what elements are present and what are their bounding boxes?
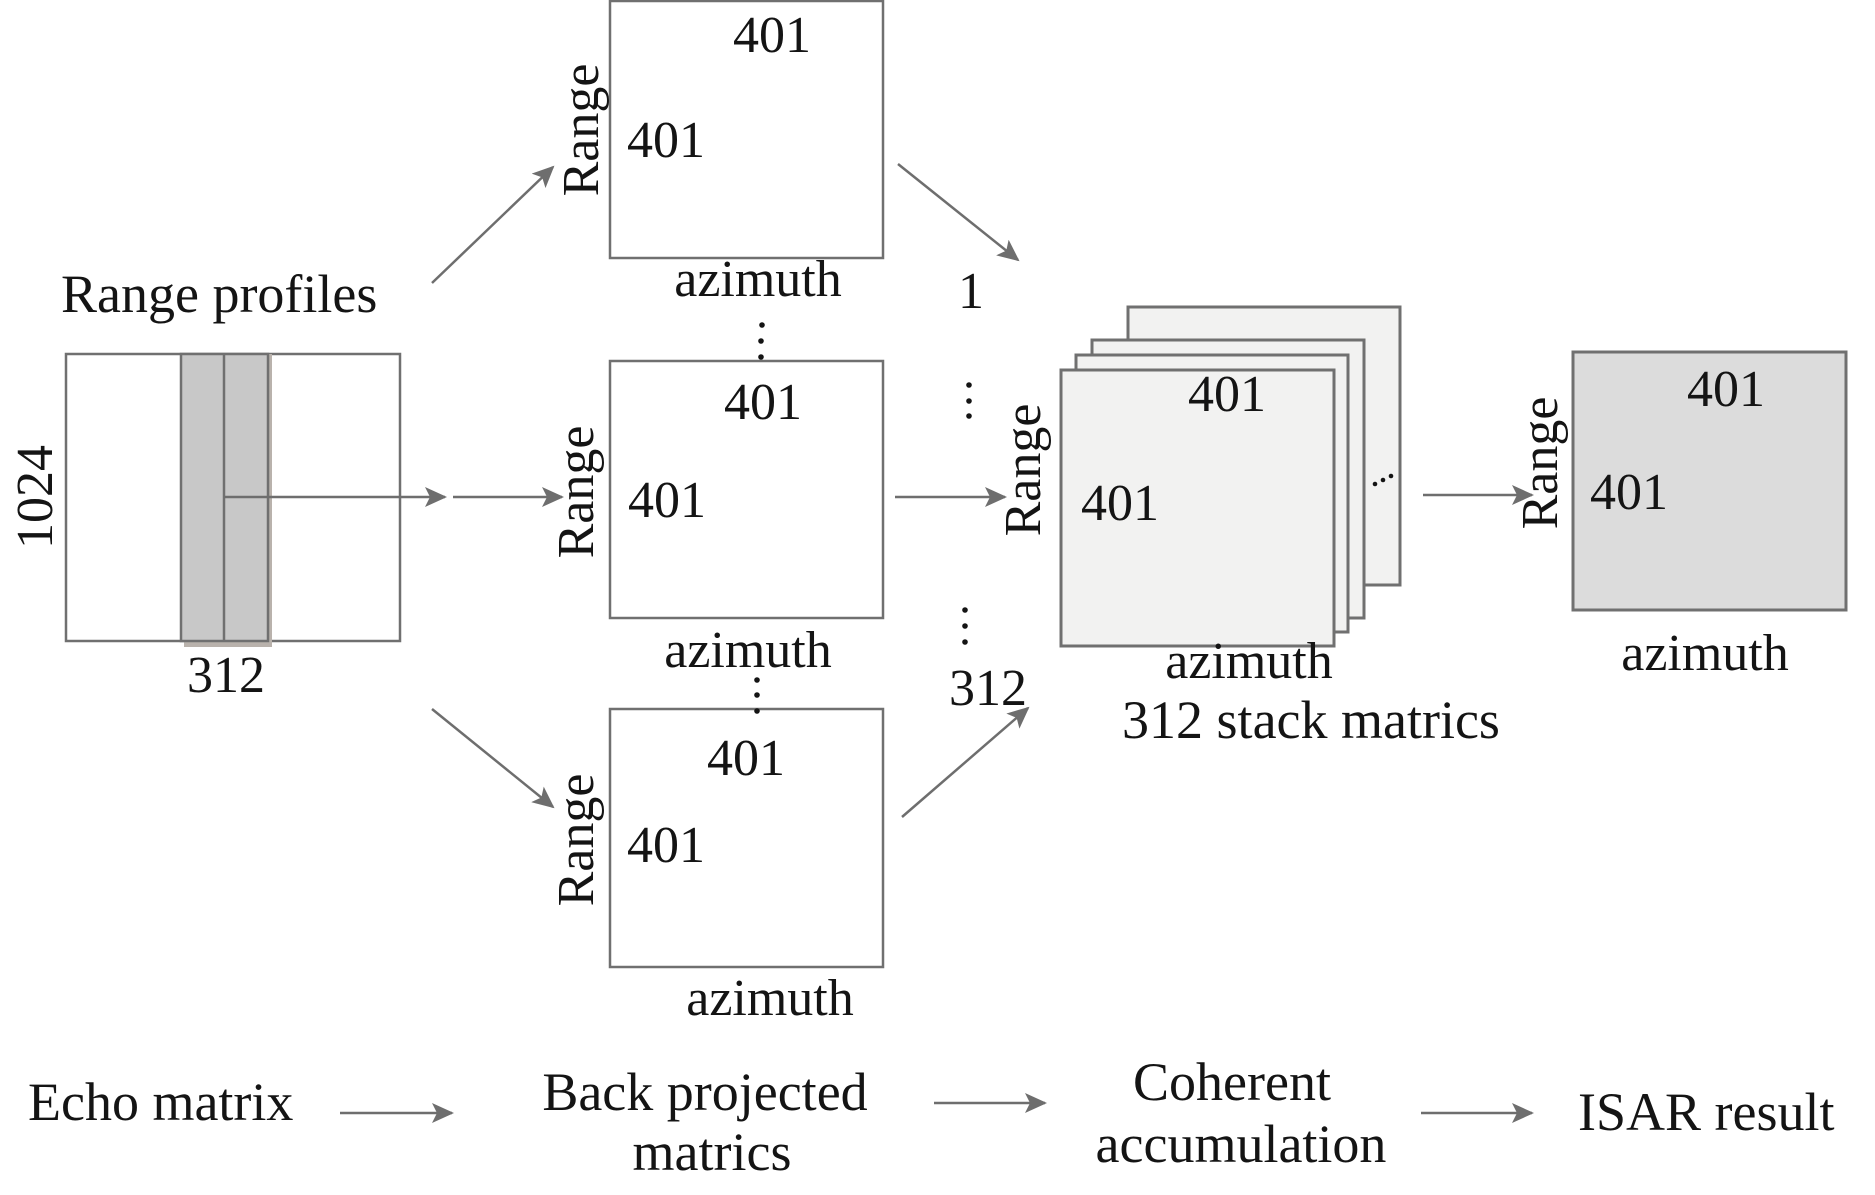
index-last-label: 312 [949,660,1027,717]
dot [759,322,765,328]
dot [962,639,968,645]
dot [754,708,760,714]
matrix-box [608,707,885,969]
dot [758,354,764,360]
result-box [1571,350,1848,612]
stack-azimuth-label: azimuth [1165,633,1333,690]
arrow-to-bottom-matrix [431,708,555,809]
dot [966,382,972,388]
back-projected-matrix-middle: 401 401 Range azimuth [548,359,885,679]
azimuth-axis-label: azimuth [664,622,832,679]
stack-matrices: 401 401 Range azimuth 312 stack matrics [995,305,1500,750]
stack-caption: 312 stack matrics [1122,690,1500,750]
matrix-left-value: 401 [627,112,705,169]
matrix-left-value: 401 [628,472,706,529]
vertical-ellipsis-index-lower [962,607,968,645]
dot [1388,473,1394,479]
back-projected-matrix-top: 401 401 Range azimuth [553,0,885,308]
stack-left-value: 401 [1081,475,1159,532]
stack-layer-front [1059,368,1336,648]
vertical-ellipsis-top [758,322,765,360]
process-flow: Echo matrix Back projected matrics Coher… [28,1052,1835,1182]
matrix-top-value: 401 [707,730,785,787]
range-axis-label: Range [548,426,605,559]
dot [966,398,972,404]
echo-cols-label: 312 [187,647,265,704]
flow-step-back-projected-line2: matrics [633,1122,792,1182]
arrow-bottom-to-stack [901,706,1030,818]
flow-step-coherent-line1: Coherent [1133,1052,1331,1112]
result-range-label: Range [1512,397,1569,530]
arrow-to-top-matrix [431,165,555,284]
arrow-top-to-stack [897,163,1020,262]
result-azimuth-label: azimuth [1621,625,1789,682]
matrix-left-value: 401 [627,817,705,874]
result-left-value: 401 [1590,464,1668,521]
matrix-top-value: 401 [724,374,802,431]
flow-step-isar-result: ISAR result [1578,1082,1835,1142]
dot [1380,477,1386,483]
dot [1372,481,1378,487]
stack-range-label: Range [995,404,1052,537]
matrix-top-value: 401 [733,7,811,64]
flow-step-coherent-line2: accumulation [1096,1114,1387,1174]
index-first-label: 1 [958,263,984,320]
flow-step-back-projected-line1: Back projected [542,1062,867,1122]
echo-rows-label: 1024 [7,445,64,549]
dot [754,677,760,683]
isar-result-matrix: 401 401 Range azimuth [1512,350,1848,682]
matrix-box [608,359,885,620]
range-axis-label: Range [553,64,610,197]
echo-matrix: Range profiles 1024 312 [7,264,402,704]
range-axis-label: Range [548,774,605,907]
result-top-value: 401 [1687,361,1765,418]
back-projected-matrix-bottom: 401 401 Range azimuth [548,707,885,1027]
dot [966,413,972,419]
stack-top-value: 401 [1188,366,1266,423]
vertical-ellipsis-bottom [754,677,760,714]
diagonal-ellipsis [1372,473,1394,487]
flow-step-echo-matrix: Echo matrix [28,1072,293,1132]
dot [962,607,968,613]
range-profiles-label: Range profiles [61,264,377,324]
dot [758,338,764,344]
dot [754,692,760,698]
matrix-box [608,0,885,260]
azimuth-axis-label: azimuth [686,970,854,1027]
dot [962,623,968,629]
vertical-ellipsis-index-upper [966,382,972,419]
azimuth-axis-label: azimuth [674,251,842,308]
